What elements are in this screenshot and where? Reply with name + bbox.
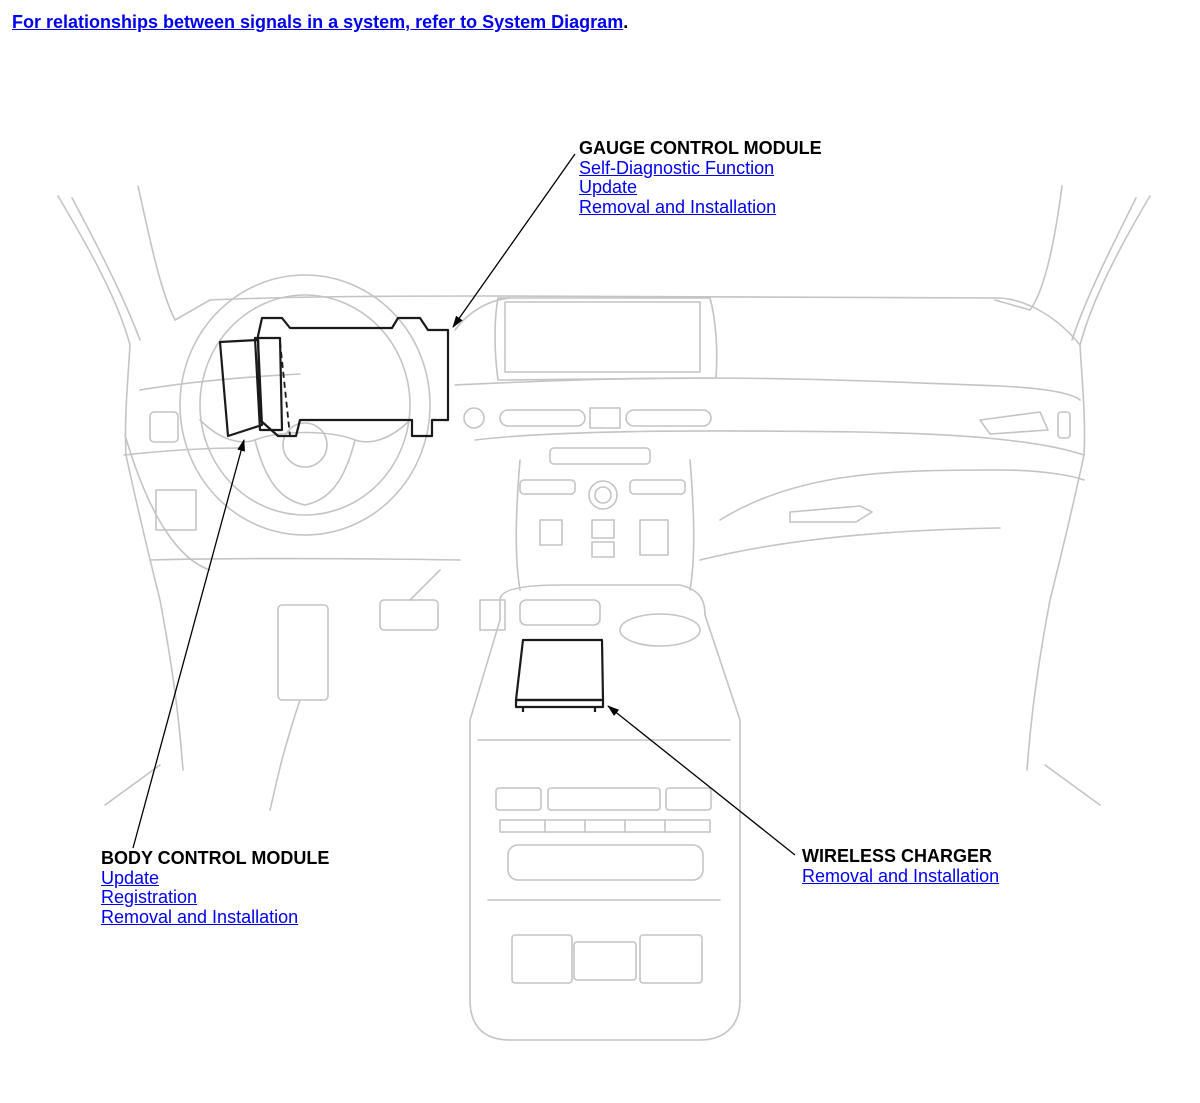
- wireless-charger-callout: WIRELESS CHARGER Removal and Installatio…: [802, 846, 1000, 886]
- gauge-control-module-callout: GAUGE CONTROL MODULE Self-Diagnostic Fun…: [579, 138, 822, 217]
- system-diagram-link[interactable]: For relationships between signals in a s…: [12, 12, 624, 32]
- center-display: [494, 297, 718, 381]
- gauge-control-module-title: GAUGE CONTROL MODULE: [579, 138, 822, 158]
- gauge-control-module-unit: [218, 316, 450, 438]
- wireless-charger-title: WIRELESS CHARGER: [802, 846, 993, 866]
- body-update-link[interactable]: Update: [101, 867, 160, 888]
- driver-side-details: [149, 411, 506, 811]
- trailing-period: .: [623, 12, 629, 32]
- steering-wheel: [179, 274, 431, 536]
- gauge-self-diagnostic-link[interactable]: Self-Diagnostic Function: [579, 157, 775, 178]
- body-control-module-callout: BODY CONTROL MODULE Update Registration …: [101, 848, 330, 927]
- system-diagram-reference: For relationships between signals in a s…: [12, 12, 628, 33]
- wireless-charger-unit: [514, 638, 605, 712]
- body-removal-installation-link[interactable]: Removal and Installation: [101, 906, 299, 927]
- body-registration-link[interactable]: Registration: [101, 887, 198, 907]
- gauge-update-link[interactable]: Update: [579, 177, 638, 197]
- body-control-module-title: BODY CONTROL MODULE: [101, 848, 330, 868]
- gauge-removal-installation-link[interactable]: Removal and Installation: [579, 196, 777, 217]
- right-dash-details: [789, 411, 1071, 523]
- charger-leader-line: [607, 705, 796, 856]
- body-outline: [57, 185, 1151, 806]
- center-console: [469, 584, 741, 1041]
- gauge-leader-line: [452, 153, 576, 328]
- body-leader-line: [132, 439, 245, 849]
- center-vents: [463, 407, 712, 591]
- charger-removal-installation-link[interactable]: Removal and Installation: [802, 865, 1000, 886]
